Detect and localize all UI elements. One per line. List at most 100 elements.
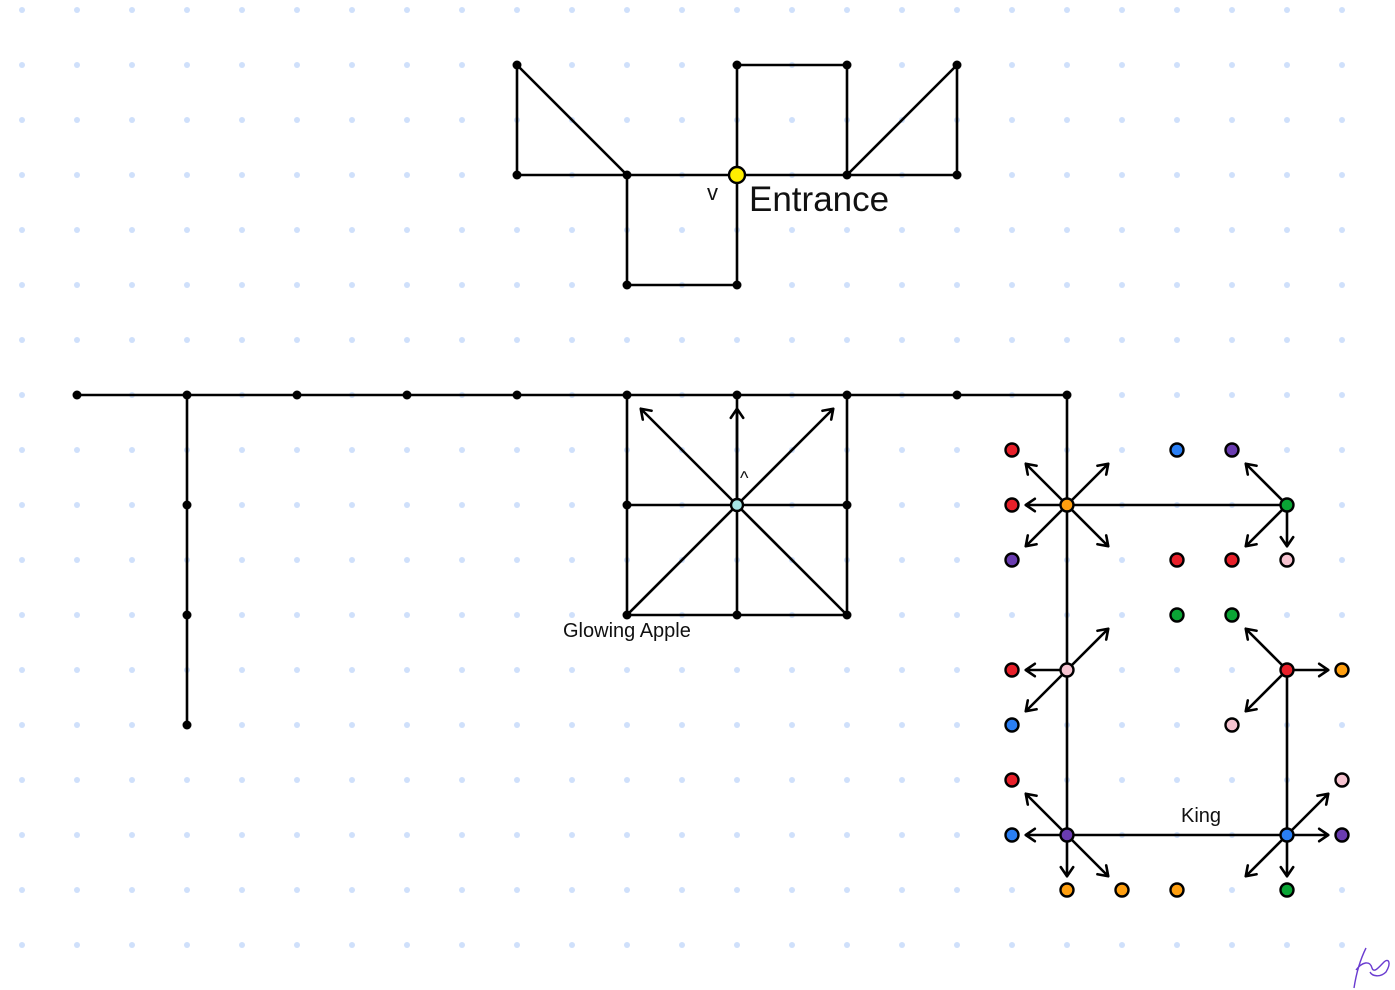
- grid-dot: [74, 447, 80, 453]
- grid-dot: [349, 282, 355, 288]
- grid-dot: [349, 887, 355, 893]
- grid-dot: [19, 227, 25, 233]
- destination-node-orange: [1334, 662, 1350, 678]
- grid-dot: [1284, 447, 1290, 453]
- grid-dot: [1229, 62, 1235, 68]
- grid-dot: [294, 777, 300, 783]
- grid-dot: [404, 62, 410, 68]
- grid-dot: [1119, 7, 1125, 13]
- grid-dot: [129, 227, 135, 233]
- grid-dot: [679, 777, 685, 783]
- grid-dot: [459, 62, 465, 68]
- junction-node: [182, 720, 192, 730]
- grid-dot: [19, 942, 25, 948]
- grid-dot: [184, 942, 190, 948]
- grid-dot: [19, 282, 25, 288]
- grid-dot: [1339, 62, 1345, 68]
- arrow-icon: [1065, 462, 1110, 507]
- grid-dot: [569, 832, 575, 838]
- grid-dot: [349, 62, 355, 68]
- grid-dot: [624, 777, 630, 783]
- king-label: King: [1181, 805, 1222, 827]
- grid-dot: [1229, 777, 1235, 783]
- grid-dot: [239, 62, 245, 68]
- grid-dot: [1229, 667, 1235, 673]
- grid-dot: [514, 7, 520, 13]
- grid-dot: [294, 722, 300, 728]
- destination-node-green: [1169, 607, 1185, 623]
- maze-nodes: [72, 60, 1350, 898]
- grid-dot: [1119, 942, 1125, 948]
- grid-dot: [954, 227, 960, 233]
- grid-dot: [239, 447, 245, 453]
- grid-dot: [789, 282, 795, 288]
- grid-dot: [789, 832, 795, 838]
- grid-dot: [459, 7, 465, 13]
- junction-node: [1062, 390, 1072, 400]
- grid-dot: [1229, 392, 1235, 398]
- grid-dot: [624, 722, 630, 728]
- grid-dot: [899, 227, 905, 233]
- grid-dot: [954, 777, 960, 783]
- grid-dot: [184, 832, 190, 838]
- grid-dot: [734, 7, 740, 13]
- grid-dot: [19, 502, 25, 508]
- grid-dot: [1064, 337, 1070, 343]
- grid-dot: [1339, 722, 1345, 728]
- grid-dot: [569, 612, 575, 618]
- grid-dot: [514, 942, 520, 948]
- grid-dot: [239, 337, 245, 343]
- grid-dot: [789, 227, 795, 233]
- grid-dot: [899, 887, 905, 893]
- junction-node: [72, 390, 82, 400]
- grid-dot: [1174, 392, 1180, 398]
- grid-dot: [569, 722, 575, 728]
- grid-dot: [1009, 887, 1015, 893]
- grid-dot: [1174, 172, 1180, 178]
- arrow-icon: [1065, 627, 1110, 672]
- grid-dot: [349, 942, 355, 948]
- grid-dot: [954, 7, 960, 13]
- junction-node: [182, 390, 192, 400]
- grid-dot: [294, 557, 300, 563]
- grid-dot: [1284, 337, 1290, 343]
- grid-dot: [1119, 777, 1125, 783]
- grid-dot: [789, 722, 795, 728]
- grid-dot: [789, 777, 795, 783]
- arrow-icon: [1024, 503, 1069, 548]
- junction-node: [622, 500, 632, 510]
- grid-dot: [899, 62, 905, 68]
- destination-node-orange: [1114, 882, 1130, 898]
- grid-dot: [294, 62, 300, 68]
- grid-dot: [569, 942, 575, 948]
- junction-node: [622, 280, 632, 290]
- grid-dot: [404, 777, 410, 783]
- destination-node-green: [1279, 882, 1295, 898]
- grid-dot: [844, 777, 850, 783]
- grid-dot: [789, 887, 795, 893]
- grid-dot: [19, 337, 25, 343]
- grid-dot: [239, 227, 245, 233]
- grid-dot: [129, 7, 135, 13]
- arrow-icon: [1244, 668, 1289, 713]
- grid-dot: [1284, 117, 1290, 123]
- grid-dot: [569, 337, 575, 343]
- grid-dot: [679, 62, 685, 68]
- grid-dot: [514, 612, 520, 618]
- grid-dot: [1119, 612, 1125, 618]
- junction-node: [622, 170, 632, 180]
- grid-dot: [294, 832, 300, 838]
- grid-dot: [954, 832, 960, 838]
- grid-dot: [404, 117, 410, 123]
- grid-dot: [954, 337, 960, 343]
- grid-dot: [1339, 7, 1345, 13]
- grid-dot: [239, 502, 245, 508]
- hub-node: [1059, 827, 1075, 843]
- grid-dot: [899, 777, 905, 783]
- grid-dot: [789, 7, 795, 13]
- arrow-icon: [1244, 503, 1289, 548]
- grid-dot: [129, 667, 135, 673]
- hub-node: [1279, 497, 1295, 513]
- grid-dot: [74, 337, 80, 343]
- grid-dot: [899, 502, 905, 508]
